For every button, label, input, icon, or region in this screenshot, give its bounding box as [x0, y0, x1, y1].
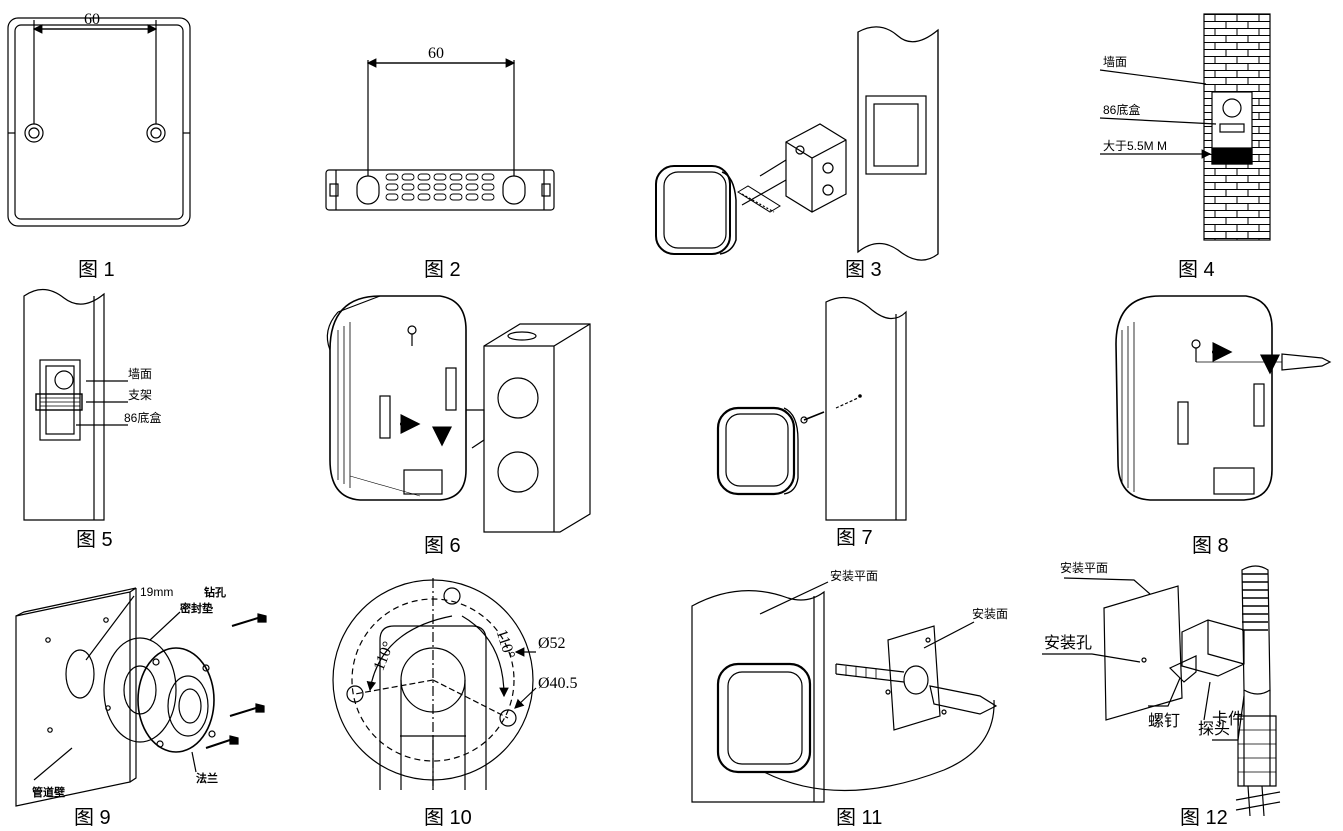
- fig12-label-screw: 螺钉: [1148, 712, 1180, 730]
- fig5-label-wall: 墙面: [128, 367, 152, 381]
- fig12-label-probe: 探头: [1198, 720, 1230, 738]
- fig2-dimension: 60: [428, 45, 444, 62]
- fig12-label-clip: 卡件: [1212, 710, 1244, 728]
- caption-fig11: 图 11: [836, 807, 882, 829]
- fig10-label-angle-left: 110°: [371, 639, 398, 673]
- figure-10-flange-dimensions: [332, 578, 537, 790]
- fig1-dimension: 60: [84, 11, 100, 28]
- caption-fig8: 图 8: [1192, 535, 1229, 557]
- fig4-label-wall: 墙面: [1103, 55, 1127, 69]
- caption-fig6: 图 6: [424, 535, 461, 557]
- fig9-label-drill: 钻孔: [204, 585, 226, 599]
- figure-6-sensor-onto-backbox: [326, 295, 591, 533]
- fig9-label-gasket: 密封垫: [180, 601, 213, 615]
- figure-2-bracket: [325, 58, 555, 211]
- figure-5-bracket-in-backbox: [23, 288, 128, 521]
- figure-4-wall-section: [1099, 13, 1271, 241]
- figure-11-remote-probe: [691, 581, 998, 803]
- caption-fig4: 图 4: [1178, 259, 1215, 281]
- figure-8-sensor-hang-on-screw: [1115, 295, 1332, 501]
- figure-9-duct-flange: [15, 587, 267, 807]
- fig10-label-bolt-circle: Ø40.5: [538, 675, 578, 692]
- fig9-label-flange: 法兰: [196, 771, 218, 785]
- fig9-label-duct-wall: 管道壁: [32, 785, 65, 799]
- caption-fig5: 图 5: [76, 529, 113, 551]
- fig11-label-mount-plane: 安装平面: [830, 568, 878, 583]
- fig12-label-mount-hole: 安装孔: [1044, 634, 1092, 652]
- caption-fig1: 图 1: [78, 259, 115, 281]
- fig11-label-mount-face: 安装面: [972, 606, 1008, 621]
- fig4-label-depth: 大于5.5M M: [1103, 139, 1167, 153]
- fig10-label-outer-diameter: Ø52: [538, 635, 566, 652]
- caption-fig7: 图 7: [836, 527, 873, 549]
- figure-7-wall-screw-mount: [716, 296, 907, 521]
- caption-fig3: 图 3: [845, 259, 882, 281]
- figure-12-probe-clip: [1042, 565, 1281, 817]
- caption-fig2: 图 2: [424, 259, 461, 281]
- fig4-label-backbox: 86底盒: [1103, 102, 1140, 117]
- figure-1-backbox-plate: [7, 17, 191, 227]
- figure-3-exploded-mount: [655, 26, 939, 261]
- caption-fig9: 图 9: [74, 807, 111, 829]
- fig5-label-backbox: 86底盒: [124, 410, 161, 425]
- caption-fig12: 图 12: [1180, 807, 1228, 829]
- fig12-label-mount-plane: 安装平面: [1060, 560, 1108, 575]
- fig5-label-bracket: 支架: [128, 388, 152, 402]
- fig10-label-angle-right: 110°: [493, 628, 518, 662]
- fig9-label-drill-size: 19mm: [140, 585, 173, 599]
- caption-fig10: 图 10: [424, 807, 472, 829]
